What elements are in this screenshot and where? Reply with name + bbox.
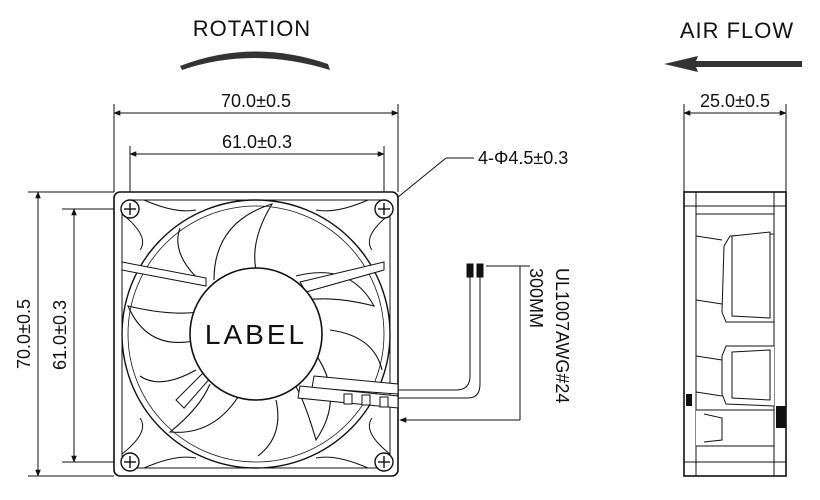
fan-front-view: LABEL — [113, 191, 399, 477]
side-dimensions — [683, 104, 787, 192]
dim-thickness: 25.0±0.5 — [700, 91, 770, 111]
rotation-label: ROTATION — [193, 16, 311, 41]
mount-hole-callout-leader — [391, 157, 474, 203]
fan-side-view — [683, 191, 787, 477]
rotation-indicator: ROTATION — [180, 16, 330, 70]
mount-hole-bl — [120, 452, 140, 472]
airflow-label: AIR FLOW — [680, 18, 794, 43]
mount-hole-tr — [374, 199, 394, 219]
wire-spec: UL1007AWG#24 — [552, 268, 572, 403]
airflow-arrow-icon — [664, 56, 802, 72]
wire-channel — [297, 375, 399, 409]
mount-hole-callout: 4-Φ4.5±0.3 — [478, 148, 568, 168]
rotation-arrow-icon — [180, 51, 330, 70]
dim-hole-spacing-height: 61.0±0.3 — [50, 300, 70, 370]
fan-hub — [189, 267, 323, 401]
fan-venturi — [121, 199, 391, 469]
mount-hole-br — [374, 452, 394, 472]
mount-hole-tl — [120, 199, 140, 219]
wire-length: 300MM — [526, 268, 546, 328]
airflow-indicator: AIR FLOW — [664, 18, 802, 72]
front-dimensions — [28, 104, 399, 477]
hub-label: LABEL — [205, 319, 307, 350]
dim-overall-width: 70.0±0.5 — [221, 91, 291, 111]
wire-leads — [398, 263, 530, 423]
dim-overall-height: 70.0±0.5 — [14, 299, 34, 369]
dim-hole-spacing-width: 61.0±0.3 — [222, 132, 292, 152]
